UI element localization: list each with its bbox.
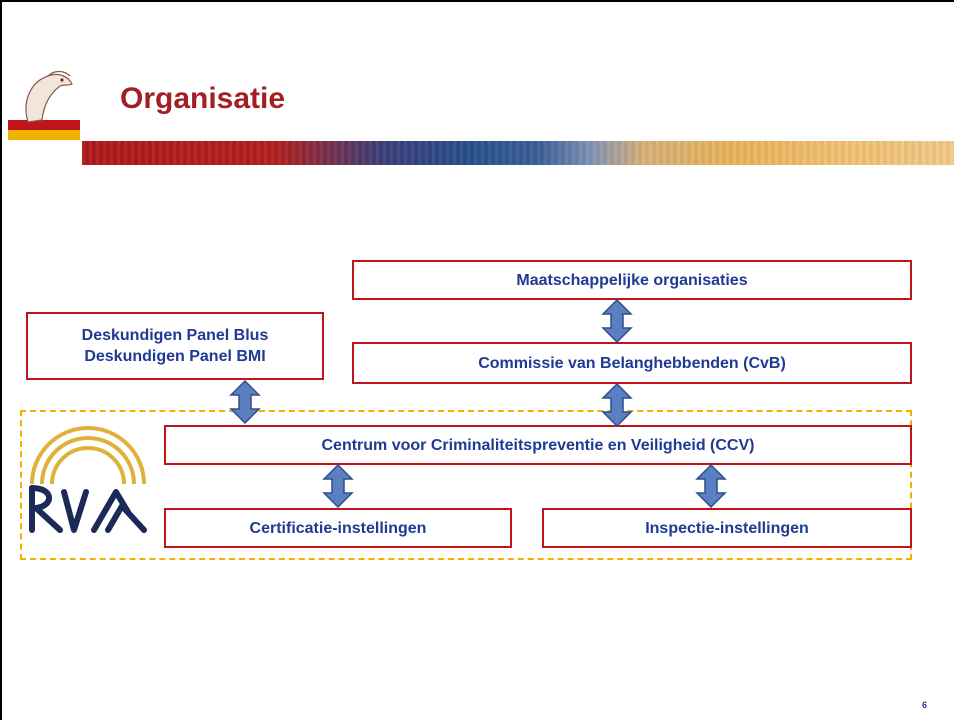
box-label: Inspectie-instellingen (645, 519, 809, 537)
ccv-group-frame (20, 410, 912, 560)
box-label-line2: Deskundigen Panel BMI (84, 348, 266, 365)
header-banner (82, 141, 954, 165)
box-ccv: Centrum voor Criminaliteitspreventie en … (164, 425, 912, 465)
box-maatschappelijke-organisaties: Maatschappelijke organisaties (352, 260, 912, 300)
double-arrow-icon (601, 383, 633, 427)
box-deskundigen-panel: Deskundigen Panel Blus Deskundigen Panel… (26, 312, 324, 380)
double-arrow-icon (695, 464, 727, 508)
box-label: Maatschappelijke organisaties (516, 271, 748, 289)
box-certificatie-instellingen: Certificatie-instellingen (164, 508, 512, 548)
double-arrow-icon (601, 299, 633, 343)
box-inspectie-instellingen: Inspectie-instellingen (542, 508, 912, 548)
box-label-line1: Deskundigen Panel Blus (81, 327, 269, 344)
slide-title: Organisatie (120, 82, 286, 115)
box-label: Certificatie-instellingen (249, 519, 427, 537)
box-label: Centrum voor Criminaliteitspreventie en … (321, 436, 755, 454)
page-number: 6 (922, 700, 928, 710)
box-label: Commissie van Belanghebbenden (CvB) (478, 354, 786, 372)
box-commissie-belanghebbenden: Commissie van Belanghebbenden (CvB) (352, 342, 912, 384)
rva-logo-icon (29, 426, 147, 533)
double-arrow-icon (229, 380, 261, 424)
double-arrow-icon (322, 464, 354, 508)
beaver-logo-icon (8, 70, 80, 140)
